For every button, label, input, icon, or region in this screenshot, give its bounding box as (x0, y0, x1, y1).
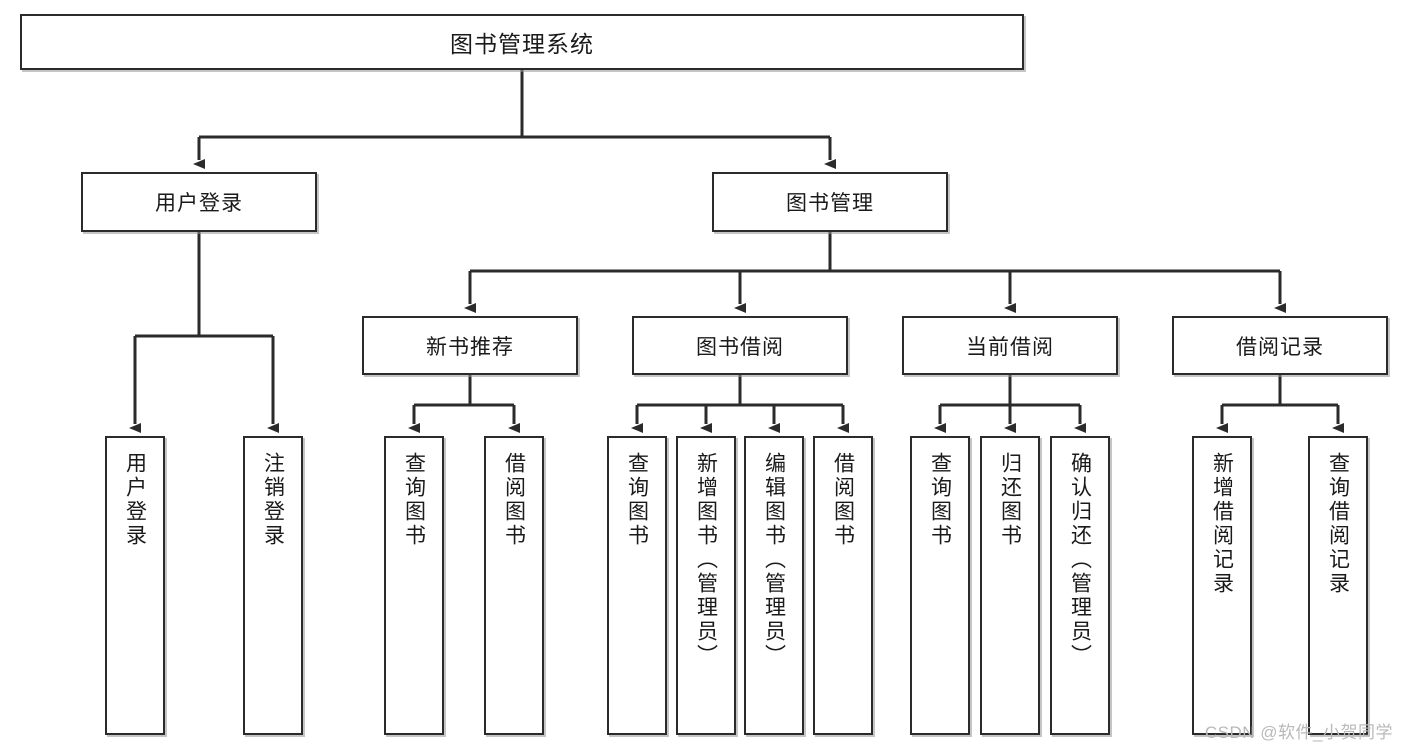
node-leaf-return-book[interactable]: 归还图书 (980, 436, 1040, 735)
node-leaf-logout-login[interactable]: 注销登录 (243, 436, 303, 735)
node-leaf-edit-book[interactable]: 编辑图书（管理员） (744, 436, 804, 735)
node-label: 用户登录 (123, 452, 147, 548)
node-label: 用户登录 (155, 192, 243, 215)
node-label: 图书借阅 (696, 335, 784, 359)
node-label: 编辑图书（管理员） (762, 452, 786, 668)
node-label: 查询图书 (625, 452, 649, 548)
node-label: 确认归还（管理员） (1068, 452, 1092, 668)
node-label: 查询图书 (928, 452, 952, 548)
node-book-management[interactable]: 图书管理 (712, 172, 948, 232)
node-new-book-recommend[interactable]: 新书推荐 (362, 316, 578, 375)
node-leaf-query-book-current[interactable]: 查询图书 (910, 436, 970, 735)
node-label: 新增借阅记录 (1210, 452, 1234, 596)
node-user-login[interactable]: 用户登录 (81, 172, 317, 232)
node-leaf-query-borrow-record[interactable]: 查询借阅记录 (1308, 436, 1368, 735)
node-leaf-add-borrow-record[interactable]: 新增借阅记录 (1192, 436, 1252, 735)
node-label: 查询借阅记录 (1326, 452, 1350, 596)
node-current-borrow[interactable]: 当前借阅 (902, 316, 1118, 375)
node-book-management-system[interactable]: 图书管理系统 (20, 14, 1024, 70)
node-label: 归还图书 (998, 452, 1022, 548)
node-leaf-borrow-book-recommend[interactable]: 借阅图书 (484, 436, 544, 735)
node-leaf-query-book-borrow[interactable]: 查询图书 (607, 436, 667, 735)
node-label: 新增图书（管理员） (694, 452, 718, 668)
node-leaf-confirm-return[interactable]: 确认归还（管理员） (1050, 436, 1110, 735)
csdn-watermark: CSDN @软件_小贺同学 (1204, 723, 1393, 742)
node-book-borrow[interactable]: 图书借阅 (632, 316, 848, 375)
node-leaf-query-book-recommend[interactable]: 查询图书 (384, 436, 444, 735)
node-label: 图书管理系统 (450, 31, 594, 57)
node-label: 图书管理 (786, 192, 874, 215)
node-leaf-user-login[interactable]: 用户登录 (105, 436, 165, 735)
node-label: 借阅图书 (831, 452, 855, 548)
node-label: 借阅记录 (1236, 335, 1324, 359)
node-leaf-borrow-book[interactable]: 借阅图书 (813, 436, 873, 735)
node-label: 当前借阅 (966, 335, 1054, 359)
node-label: 查询图书 (402, 452, 426, 548)
node-label: 注销登录 (261, 452, 285, 548)
node-label: 新书推荐 (426, 335, 514, 359)
node-leaf-add-book[interactable]: 新增图书（管理员） (676, 436, 736, 735)
node-label: 借阅图书 (502, 452, 526, 548)
node-borrow-record[interactable]: 借阅记录 (1172, 316, 1388, 375)
